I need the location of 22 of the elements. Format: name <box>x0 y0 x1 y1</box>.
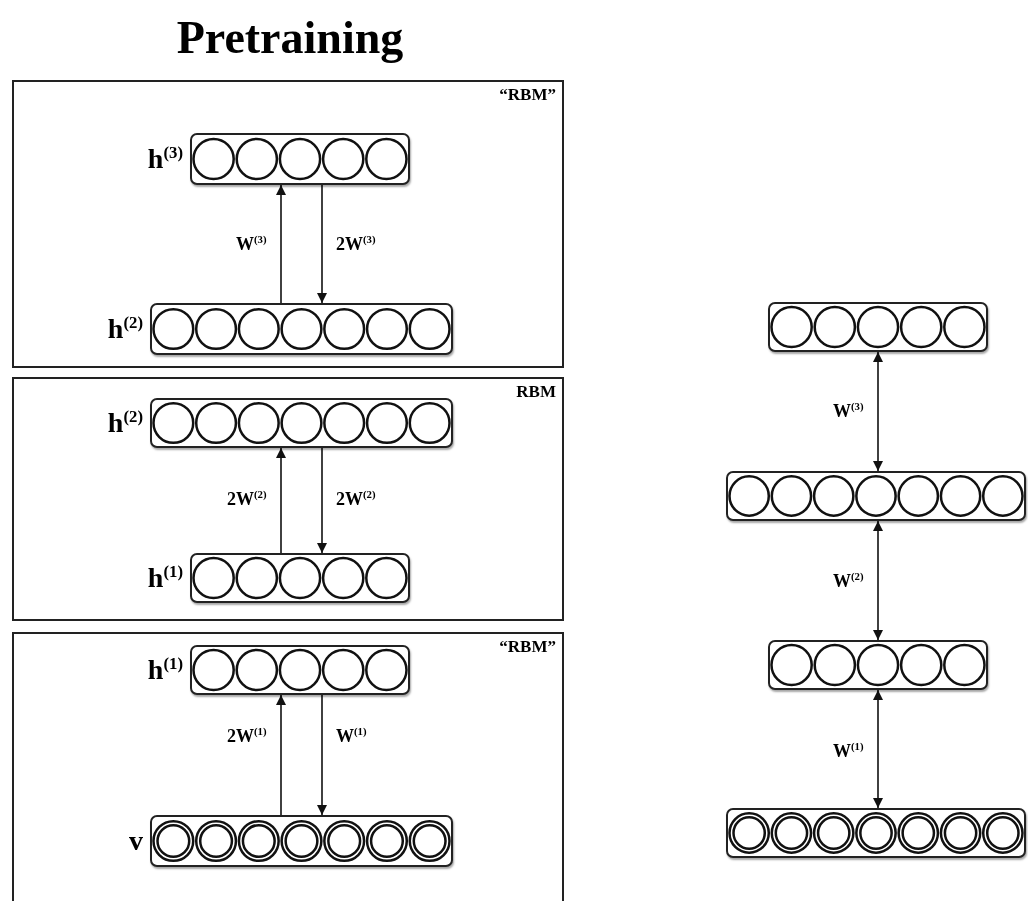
arrow <box>276 184 286 304</box>
arrow <box>873 689 883 809</box>
layer-label: h$^{(1)}$ <box>147 656 183 685</box>
panel-frame <box>12 377 564 621</box>
layer-label: h$^{(3)}$ <box>147 145 183 174</box>
arrow <box>873 351 883 472</box>
arrow <box>317 184 327 304</box>
arrow <box>317 447 327 554</box>
layer-label: h$^{(2)}$ <box>107 315 143 344</box>
arrow <box>276 694 286 816</box>
panel-frame <box>12 80 564 368</box>
arrow <box>276 447 286 554</box>
panel-tag: “RBM” <box>499 85 556 105</box>
panel-frame <box>12 632 564 901</box>
layer-label: v <box>129 827 143 855</box>
arrow <box>317 694 327 816</box>
panel-tag: RBM <box>516 382 556 402</box>
panel-tag: “RBM” <box>499 637 556 657</box>
layer-label: h$^{(1)}$ <box>147 564 183 593</box>
layer-label: h$^{(2)}$ <box>107 409 143 438</box>
arrow <box>873 520 883 641</box>
diagram-title: Pretraining <box>175 11 405 65</box>
